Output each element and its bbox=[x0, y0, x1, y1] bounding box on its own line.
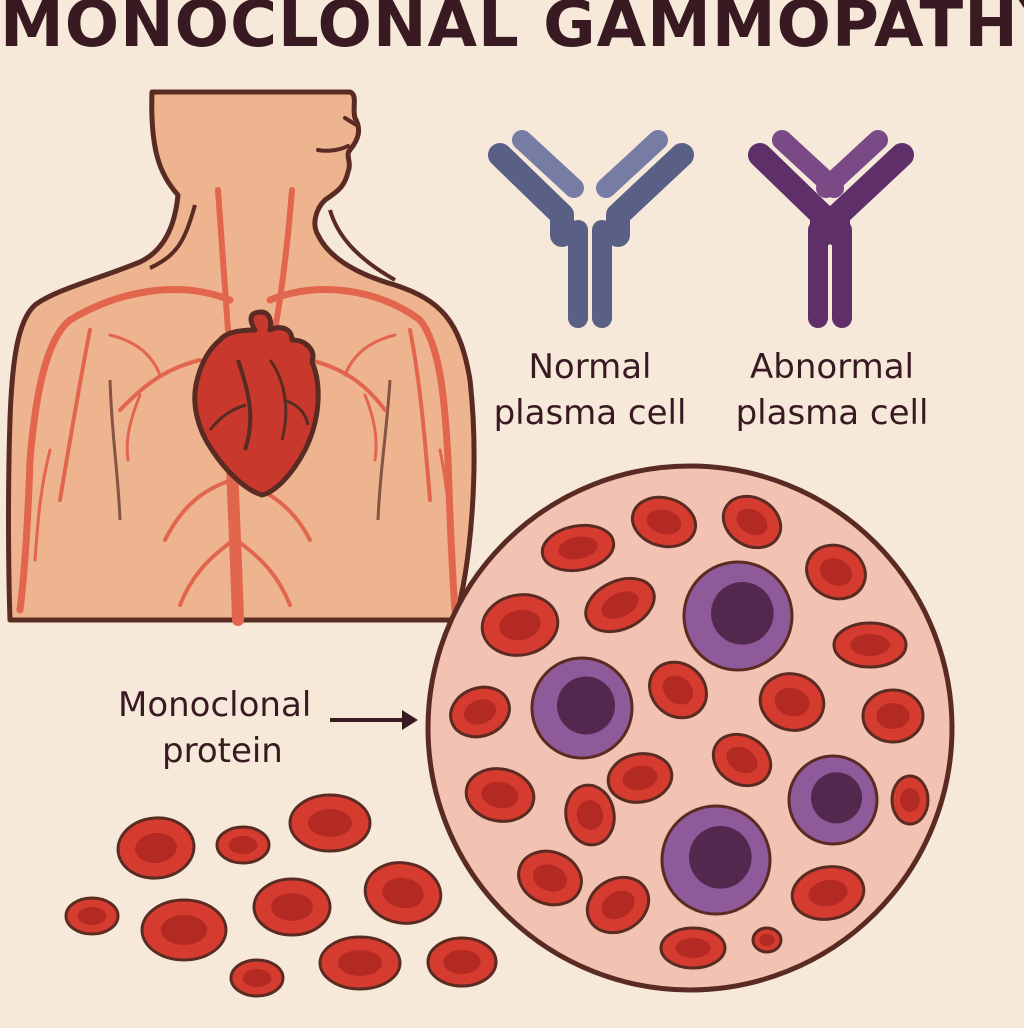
magnified-blood-view bbox=[425, 463, 955, 993]
red-blood-cell bbox=[116, 816, 196, 880]
red-blood-cell bbox=[464, 767, 536, 823]
normal-antibody-icon bbox=[488, 130, 694, 328]
red-blood-cell bbox=[606, 752, 674, 804]
loose-red-blood-cells bbox=[64, 793, 498, 998]
red-blood-cell bbox=[517, 849, 583, 907]
plasma-cell bbox=[787, 754, 879, 846]
red-blood-cell bbox=[751, 926, 783, 954]
blood-vessels bbox=[16, 187, 459, 626]
heart-icon bbox=[192, 309, 321, 498]
red-blood-cell bbox=[584, 576, 656, 634]
red-blood-cell bbox=[585, 875, 651, 935]
red-blood-cell bbox=[215, 825, 271, 865]
red-blood-cell bbox=[790, 865, 866, 921]
red-blood-cell bbox=[288, 793, 372, 853]
normal-label-line2: plasma cell bbox=[493, 393, 687, 433]
red-blood-cell bbox=[890, 774, 930, 826]
abnormal-label-line1: Abnormal bbox=[750, 347, 914, 387]
red-blood-cell bbox=[659, 926, 727, 970]
plasma-cell bbox=[530, 656, 634, 760]
red-blood-cell bbox=[861, 688, 925, 744]
red-blood-cell bbox=[449, 685, 511, 739]
plasma-cell bbox=[682, 560, 794, 672]
red-blood-cell bbox=[426, 936, 498, 988]
red-blood-cell bbox=[711, 732, 773, 788]
red-blood-cell bbox=[648, 660, 708, 720]
red-blood-cell bbox=[758, 672, 826, 732]
red-blood-cell bbox=[540, 523, 616, 573]
arrow-right-icon bbox=[330, 710, 418, 730]
normal-plasma-cell-label: Normal plasma cell bbox=[480, 344, 700, 436]
red-blood-cell bbox=[832, 621, 908, 669]
red-blood-cell bbox=[229, 958, 285, 998]
red-blood-cell bbox=[64, 896, 120, 936]
red-blood-cell bbox=[805, 543, 867, 601]
page-title: MONOCLONAL GAMMOPATHY bbox=[0, 0, 1024, 62]
red-blood-cell bbox=[630, 495, 698, 549]
abnormal-plasma-cell-label: Abnormal plasma cell bbox=[722, 344, 942, 436]
abnormal-antibody-icon bbox=[748, 130, 914, 328]
protein-label-line1: Monoclonal bbox=[118, 685, 312, 725]
red-blood-cell bbox=[140, 898, 228, 962]
red-blood-cell bbox=[318, 935, 402, 991]
red-blood-cell bbox=[721, 494, 783, 550]
monoclonal-protein-label: Monoclonal protein bbox=[118, 682, 338, 774]
abnormal-label-line2: plasma cell bbox=[735, 393, 929, 433]
red-blood-cell bbox=[480, 593, 560, 657]
red-blood-cell bbox=[252, 877, 332, 937]
red-blood-cell bbox=[363, 861, 443, 925]
plasma-cell bbox=[660, 804, 772, 916]
red-blood-cell bbox=[564, 783, 616, 847]
normal-label-line1: Normal bbox=[528, 347, 652, 387]
protein-label-line2: protein bbox=[162, 731, 283, 771]
